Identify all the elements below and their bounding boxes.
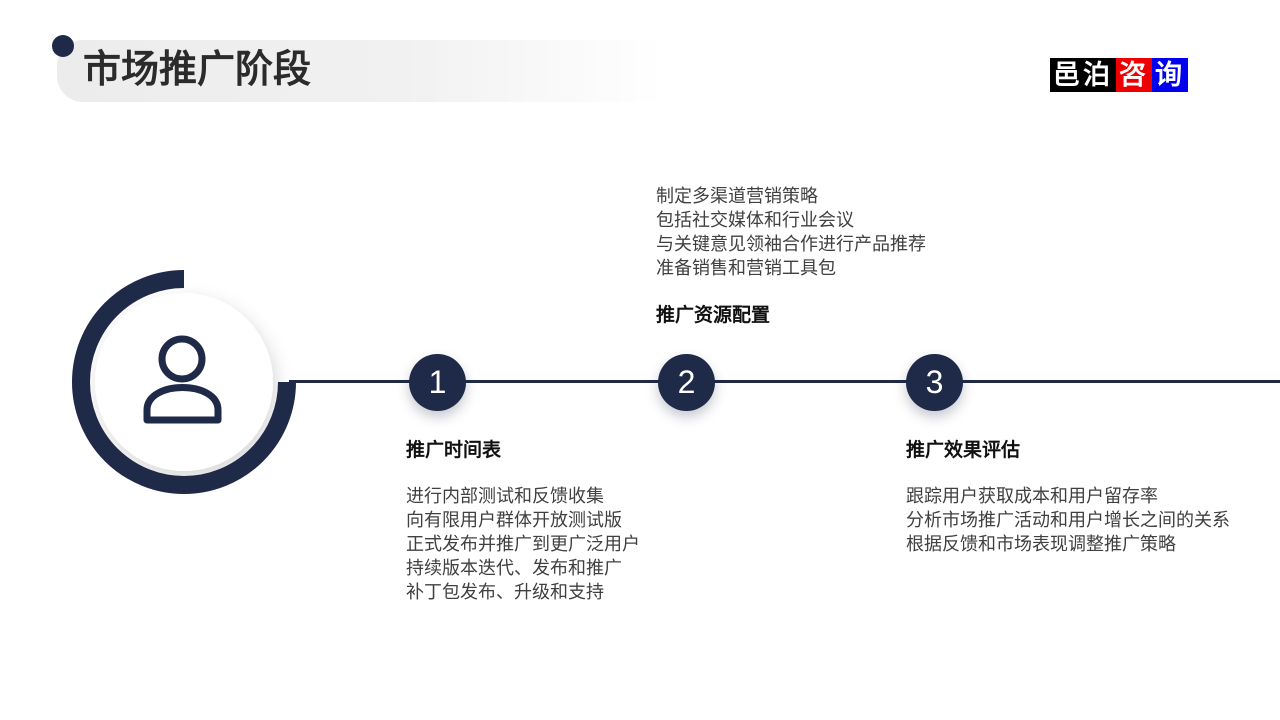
detail-line: 持续版本迭代、发布和推广 [406, 558, 622, 578]
title-bullet-dot [52, 35, 74, 57]
stage-details: 跟踪用户获取成本和用户留存率 分析市场推广活动和用户增长之间的关系 根据反馈和市… [906, 484, 1266, 556]
person-icon [143, 335, 222, 424]
logo-segment-red: 咨 [1116, 58, 1152, 92]
detail-line: 包括社交媒体和行业会议 [656, 210, 854, 230]
stage-block-2: 制定多渠道营销策略 包括社交媒体和行业会议 与关键意见领袖合作进行产品推荐 准备… [656, 184, 1016, 329]
stage-block-1: 推广时间表 进行内部测试和反馈收集 向有限用户群体开放测试版 正式发布并推广到更… [406, 438, 766, 604]
detail-line: 正式发布并推广到更广泛用户 [406, 534, 640, 554]
stage-heading: 推广时间表 [406, 440, 502, 461]
detail-line: 补丁包发布、升级和支持 [406, 582, 604, 602]
stage-number: 3 [925, 364, 944, 400]
badge-ring-arc [72, 270, 296, 494]
brand-logo: 邑泊 咨 询 [1050, 58, 1188, 92]
stage-node-1: 1 [409, 354, 466, 411]
detail-line: 根据反馈和市场表现调整推广策略 [906, 534, 1176, 554]
stage-details: 进行内部测试和反馈收集 向有限用户群体开放测试版 正式发布并推广到更广泛用户 持… [406, 484, 766, 604]
timeline-line [289, 380, 1280, 383]
logo-segment-blue: 询 [1152, 58, 1188, 92]
detail-line: 进行内部测试和反馈收集 [406, 486, 604, 506]
stage-number: 1 [428, 364, 447, 400]
detail-line: 向有限用户群体开放测试版 [406, 510, 622, 530]
detail-line: 跟踪用户获取成本和用户留存率 [906, 486, 1158, 506]
stage-heading: 推广效果评估 [906, 440, 1021, 461]
stage-details: 制定多渠道营销策略 包括社交媒体和行业会议 与关键意见领袖合作进行产品推荐 准备… [656, 184, 1016, 280]
detail-line: 制定多渠道营销策略 [656, 186, 818, 206]
logo-segment-black: 邑泊 [1050, 58, 1116, 92]
stage-number: 2 [677, 364, 696, 400]
title-bar [57, 40, 690, 102]
stage-node-2: 2 [658, 354, 715, 411]
stage-node-3: 3 [906, 354, 963, 411]
detail-line: 与关键意见领袖合作进行产品推荐 [656, 234, 926, 254]
stage-block-3: 推广效果评估 跟踪用户获取成本和用户留存率 分析市场推广活动和用户增长之间的关系… [906, 438, 1266, 556]
detail-line: 准备销售和营销工具包 [656, 258, 836, 278]
page-title: 市场推广阶段 [83, 49, 312, 91]
stage-heading: 推广资源配置 [656, 305, 771, 326]
detail-line: 分析市场推广活动和用户增长之间的关系 [906, 510, 1230, 530]
person-badge-graphic [72, 270, 296, 494]
